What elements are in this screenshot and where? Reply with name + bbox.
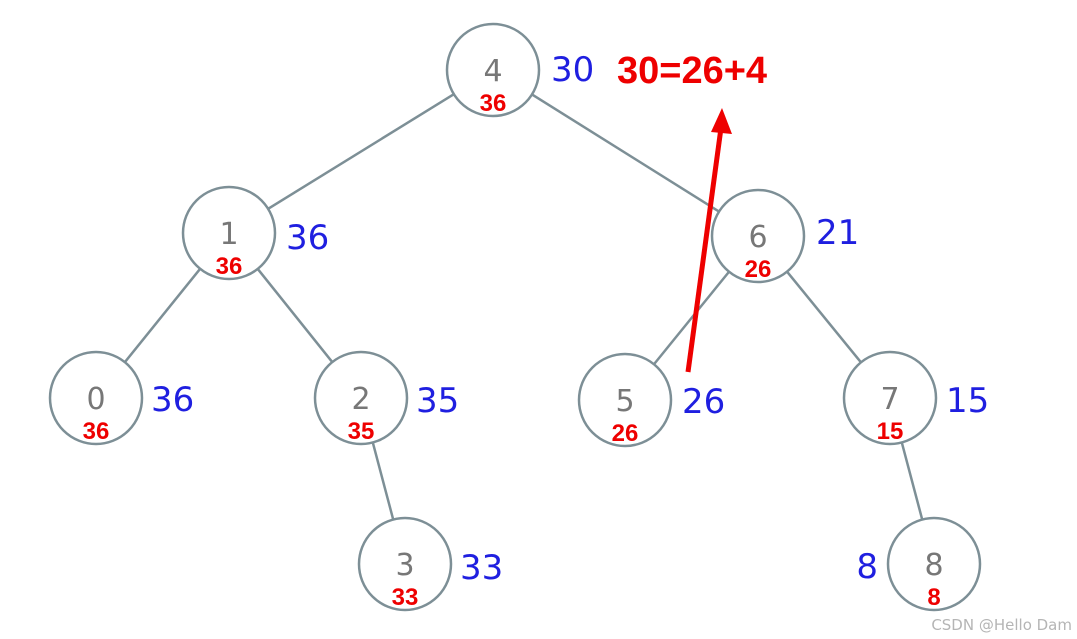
node-id-label: 3: [395, 548, 414, 583]
watermark: CSDN @Hello Dam: [931, 616, 1072, 634]
node-id-label: 2: [351, 382, 370, 417]
node-id-label: 5: [615, 384, 634, 419]
arrow-head: [711, 108, 732, 134]
tree-edge-6-5: [653, 270, 730, 366]
node-outer-value: 33: [460, 548, 503, 588]
node-inner-value: 36: [216, 253, 243, 280]
node-inner-value: 35: [348, 418, 375, 445]
node-outer-value: 35: [416, 381, 459, 421]
node-inner-value: 26: [612, 420, 639, 447]
node-id-label: 1: [219, 217, 238, 252]
node-id-label: 0: [86, 382, 105, 417]
annotation-arrow: [685, 108, 732, 373]
tree-edge-7-8: [900, 442, 924, 520]
tree-node-6: 626 21: [710, 188, 859, 284]
node-outer-value: 21: [816, 213, 859, 253]
node-inner-value: 15: [877, 418, 904, 445]
node-circle: [577, 352, 673, 448]
node-circle: [445, 22, 541, 118]
node-id-label: 8: [924, 548, 943, 583]
node-id-label: 7: [880, 382, 899, 417]
node-inner-value: 33: [392, 584, 419, 611]
node-outer-value: 36: [286, 218, 329, 258]
node-outer-value: 15: [946, 381, 989, 421]
node-inner-value: 8: [927, 584, 940, 611]
node-circle: [357, 516, 453, 612]
annotation-formula: 30=26+4: [617, 50, 767, 92]
node-id-label: 6: [748, 220, 767, 255]
tree-edge-1-0: [123, 268, 202, 363]
arrow-shaft: [685, 127, 724, 373]
tree-node-4: 436 30: [445, 22, 594, 118]
node-outer-value: 30: [551, 50, 594, 90]
tree-edge-6-7: [786, 270, 862, 364]
tree-edge-1-2: [256, 268, 334, 363]
node-id-label: 4: [483, 54, 502, 89]
tree-edge-4-1: [267, 93, 455, 210]
tree-node-8: 888: [856, 516, 982, 612]
node-circle: [48, 350, 144, 446]
node-circle: [886, 516, 982, 612]
node-outer-value: 26: [682, 382, 725, 422]
node-inner-value: 36: [83, 418, 110, 445]
node-circle: [710, 188, 806, 284]
node-circle: [313, 350, 409, 446]
node-outer-value: 8: [856, 547, 878, 587]
node-circle: [181, 185, 277, 281]
tree-edge-4-6: [531, 93, 720, 213]
node-outer-value: 36: [151, 380, 194, 420]
node-inner-value: 26: [745, 256, 772, 283]
node-circle: [842, 350, 938, 446]
tree-edges: [123, 93, 924, 520]
tree-edge-2-3: [371, 442, 395, 520]
node-inner-value: 36: [480, 90, 507, 117]
